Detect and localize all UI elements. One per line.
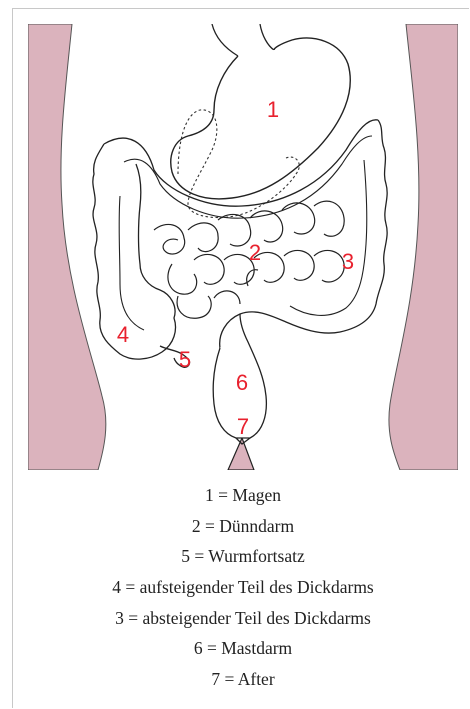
legend-item: 7 = After [28,664,458,695]
label-descending-colon: 3 [342,249,354,274]
label-appendix: 5 [179,347,191,372]
label-ascending-colon: 4 [117,322,129,347]
esophagus [212,24,274,56]
digestive-tract-illustration: 1 2 3 4 5 6 7 [28,24,458,470]
label-anus: 7 [237,414,249,439]
legend-item: 4 = aufsteigender Teil des Dickdarms [28,572,458,603]
legend-item: 3 = absteigender Teil des Dickdarms [28,603,458,634]
legend-item: 5 = Wurmfortsatz [28,541,458,572]
label-small-intestine: 2 [249,240,261,265]
legend-item: 6 = Mastdarm [28,633,458,664]
label-stomach: 1 [267,97,279,122]
left-flank [28,24,106,470]
descending-colon-inner [290,160,367,315]
digestive-tract-diagram: 1 2 3 4 5 6 7 [28,24,458,470]
legend-item: 1 = Magen [28,480,458,511]
legend: 1 = Magen 2 = Dünndarm 5 = Wurmfortsatz … [28,480,458,695]
ascending-colon [93,144,176,359]
legend-item: 2 = Dünndarm [28,511,458,542]
label-rectum: 6 [236,370,248,395]
right-flank [389,24,458,470]
